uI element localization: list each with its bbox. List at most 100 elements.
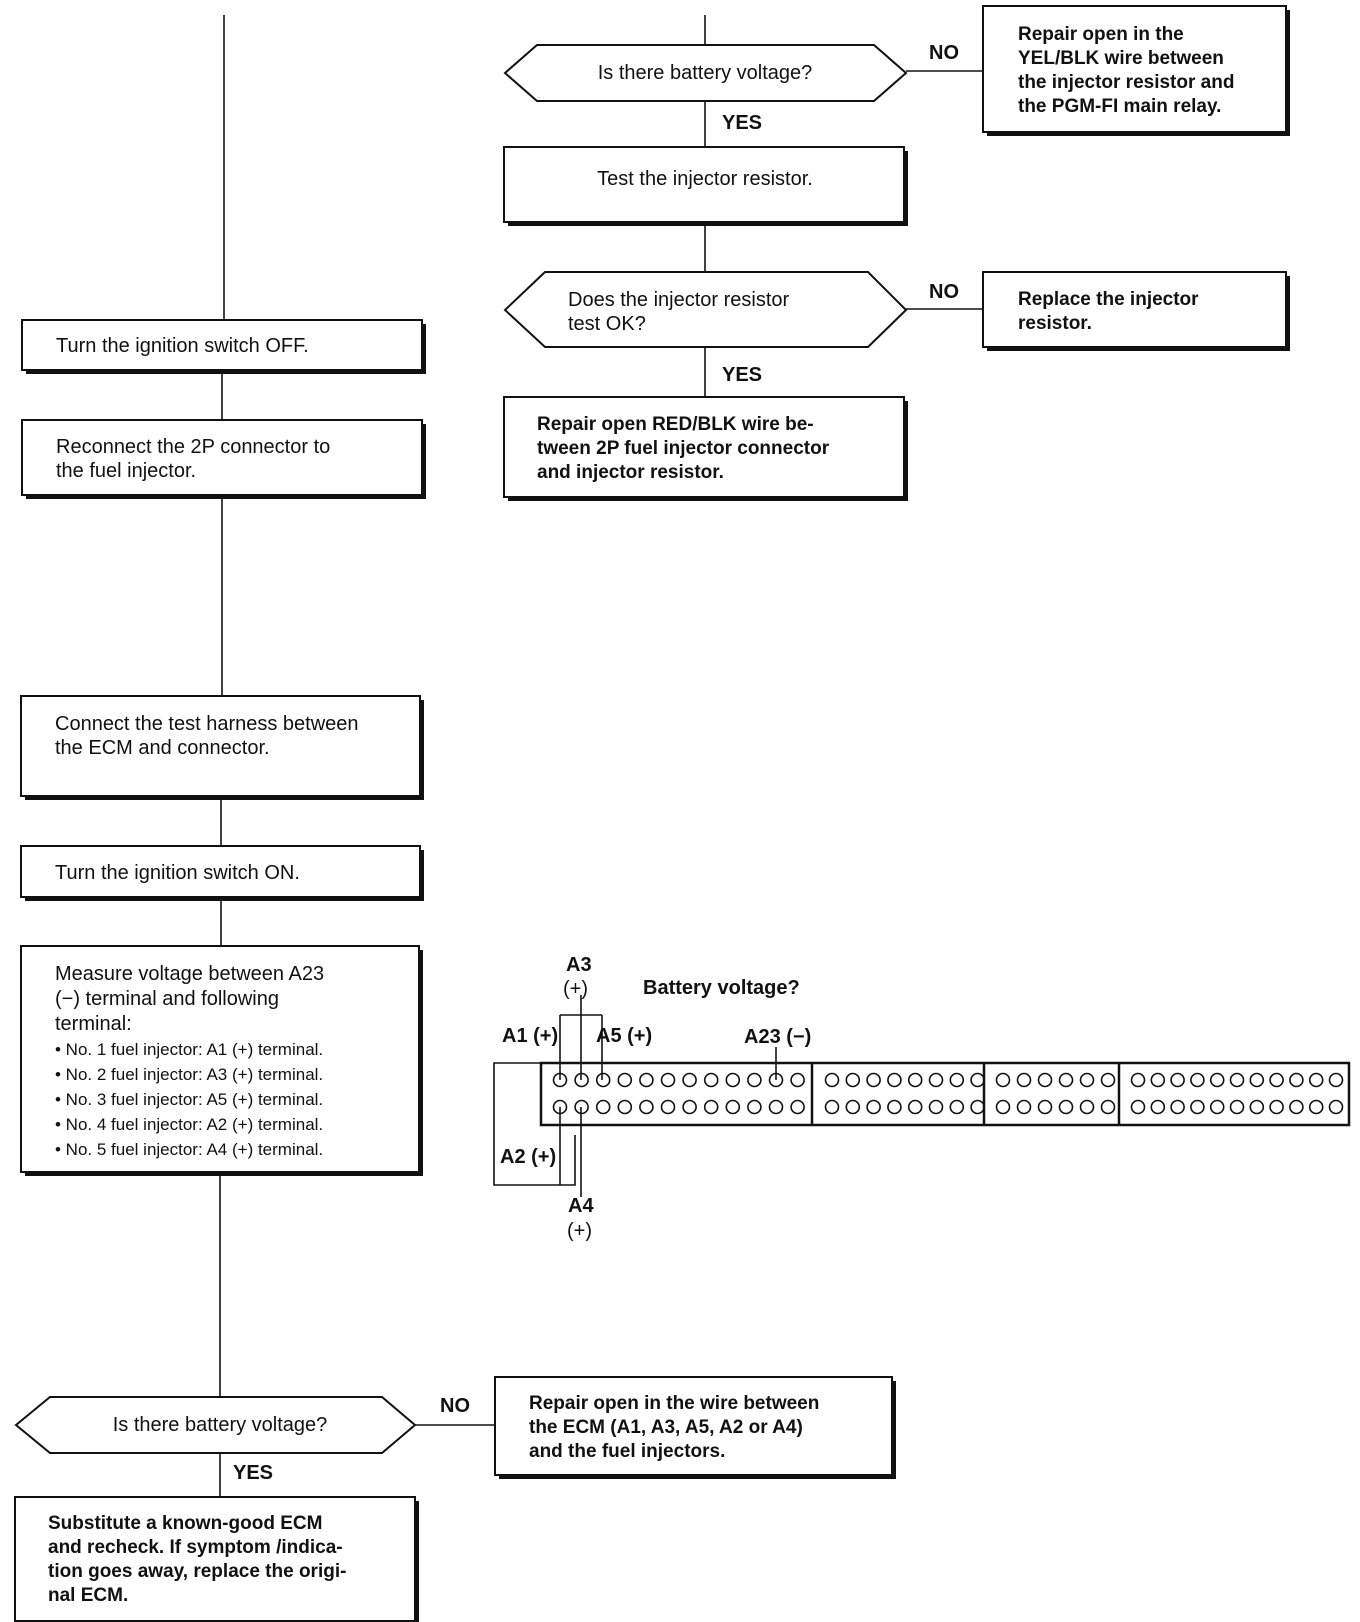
box-turn-ignition-off: Turn the ignition switch OFF. xyxy=(21,319,426,374)
pin-hole xyxy=(1308,1072,1324,1088)
pin-hole xyxy=(747,1072,762,1088)
pin-hole xyxy=(995,1099,1011,1115)
pin-hole xyxy=(907,1099,923,1115)
pin-hole xyxy=(595,1072,611,1088)
pin-hole xyxy=(1058,1072,1074,1088)
label-a4: A4 xyxy=(568,1195,594,1217)
pin-hole xyxy=(1016,1099,1032,1115)
label-a3-sign: (+) xyxy=(563,978,588,1000)
ecm-connector-diagram: A3 (+) Battery voltage? A1 (+) A5 (+) A2… xyxy=(493,954,1351,1242)
pin-hole xyxy=(949,1099,965,1115)
decision-text: Does the injector resistor test OK? xyxy=(568,289,795,335)
pin-hole xyxy=(1100,1099,1116,1115)
decision-text: Is there battery voltage? xyxy=(598,62,813,84)
pin-hole xyxy=(660,1072,676,1088)
pin-hole xyxy=(703,1072,719,1088)
pin-hole xyxy=(725,1099,741,1115)
pin-hole xyxy=(1289,1099,1304,1115)
pin-hole xyxy=(1100,1072,1116,1088)
label-a1: A1 (+) xyxy=(502,1025,558,1047)
decision-battery-voltage-bottom: Is there battery voltage? xyxy=(14,1396,417,1454)
box-text: Measure voltage between A23 (−) terminal… xyxy=(55,963,330,1035)
label-yes: YES xyxy=(722,112,762,134)
pin-hole xyxy=(768,1099,784,1115)
pin-hole xyxy=(928,1072,944,1088)
probe-frame xyxy=(493,1062,576,1186)
label-a4-sign: (+) xyxy=(567,1220,592,1242)
pin-hole xyxy=(887,1072,902,1088)
label-no: NO xyxy=(440,1395,470,1417)
box-text: Reconnect the 2P connector to the fuel i… xyxy=(56,436,336,482)
label-yes: YES xyxy=(722,364,762,386)
pin-hole xyxy=(703,1099,719,1115)
box-reconnect-2p: Reconnect the 2P connector to the fuel i… xyxy=(21,419,426,499)
pin-hole xyxy=(1328,1099,1344,1115)
pin-hole xyxy=(617,1099,633,1115)
pin-hole xyxy=(1130,1072,1146,1088)
label-a5: A5 (+) xyxy=(596,1025,652,1047)
pin-hole xyxy=(1289,1072,1304,1088)
box-text: Repair open in the YEL/BLK wire between … xyxy=(1018,24,1240,117)
pin-hole xyxy=(747,1099,762,1115)
pin-hole xyxy=(725,1072,741,1088)
pin-hole xyxy=(970,1072,985,1088)
pin-hole xyxy=(1229,1072,1245,1088)
pin-hole xyxy=(617,1072,633,1088)
pin-hole xyxy=(1037,1072,1053,1088)
box-repair-redblk: Repair open RED/BLK wire be- tween 2P fu… xyxy=(503,396,908,501)
box-text: Substitute a known-good ECM and recheck.… xyxy=(48,1513,352,1606)
box-measure-voltage: Measure voltage between A23 (−) terminal… xyxy=(20,945,423,1176)
decision-battery-voltage-top: Is there battery voltage? xyxy=(503,44,908,102)
pin-hole xyxy=(1308,1099,1324,1115)
label-a2: A2 (+) xyxy=(500,1146,556,1168)
pin-hole xyxy=(1170,1099,1185,1115)
pin-hole xyxy=(682,1099,697,1115)
pin-hole xyxy=(1229,1099,1245,1115)
pin-hole xyxy=(866,1099,881,1115)
pin-hole xyxy=(1150,1099,1166,1115)
box-test-resistor: Test the injector resistor. xyxy=(503,146,908,226)
box-substitute-ecm: Substitute a known-good ECM and recheck.… xyxy=(14,1496,419,1622)
pin-hole xyxy=(639,1072,654,1088)
svg-text:Test the injector resistor.: Test the injector resistor. xyxy=(597,168,813,190)
svg-text:Is there battery voltage?: Is there battery voltage? xyxy=(113,1414,328,1436)
box-text: Repair open in the wire between the ECM … xyxy=(529,1393,825,1462)
pin-hole xyxy=(1079,1072,1095,1088)
pin-hole xyxy=(1130,1099,1146,1115)
pin-hole xyxy=(845,1099,861,1115)
pin-hole xyxy=(995,1072,1011,1088)
label-a3: A3 xyxy=(566,954,592,976)
box-text: Connect the test harness between the ECM… xyxy=(55,713,364,759)
pin-hole xyxy=(1209,1099,1225,1115)
pin-hole xyxy=(866,1072,881,1088)
box-text: Replace the injector resistor. xyxy=(1018,289,1204,334)
pin-hole xyxy=(824,1072,840,1088)
box-repair-ecm-wire: Repair open in the wire between the ECM … xyxy=(494,1376,896,1479)
pin-hole xyxy=(639,1099,654,1115)
pin-hole xyxy=(928,1099,944,1115)
pin-hole xyxy=(1209,1072,1225,1088)
label-battery-voltage: Battery voltage? xyxy=(643,977,800,999)
box-turn-ignition-on: Turn the ignition switch ON. xyxy=(20,845,424,901)
pin-hole xyxy=(790,1099,805,1115)
svg-text:Turn the ignition switch OFF.: Turn the ignition switch OFF. xyxy=(56,335,309,357)
pin-hole xyxy=(660,1099,676,1115)
pin-hole xyxy=(1269,1072,1284,1088)
box-connect-harness: Connect the test harness between the ECM… xyxy=(20,695,424,800)
box-replace-resistor: Replace the injector resistor. xyxy=(982,271,1290,351)
pin-hole xyxy=(907,1072,923,1088)
pin-hole xyxy=(1269,1099,1284,1115)
pin-hole xyxy=(790,1072,805,1088)
pin-hole xyxy=(949,1072,965,1088)
right-flow-lines xyxy=(704,15,983,397)
svg-text:Turn the ignition switch ON.: Turn the ignition switch ON. xyxy=(55,862,300,884)
pin-hole xyxy=(887,1099,902,1115)
pin-hole xyxy=(1037,1099,1053,1115)
pin-hole xyxy=(1190,1099,1205,1115)
pin-hole xyxy=(845,1072,861,1088)
label-no: NO xyxy=(929,42,959,64)
label-yes: YES xyxy=(233,1462,273,1484)
pin-hole xyxy=(1079,1099,1095,1115)
pin-hole xyxy=(682,1072,697,1088)
